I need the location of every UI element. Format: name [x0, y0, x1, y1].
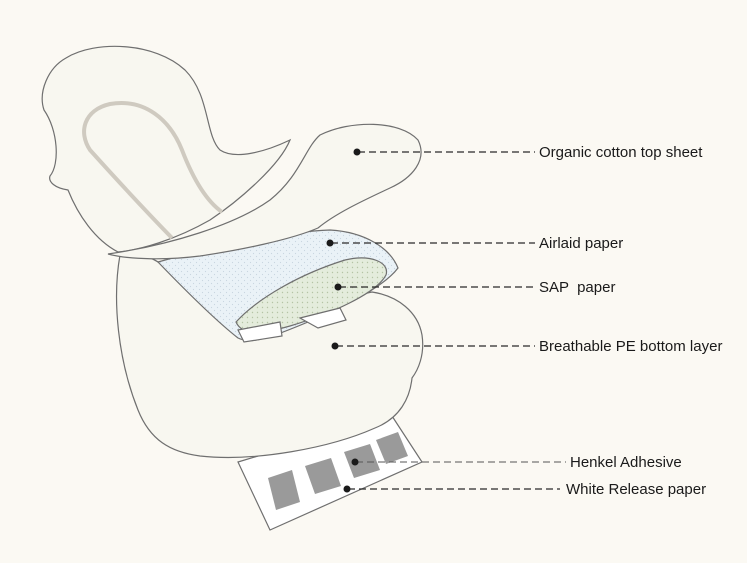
label-airlaid-paper: Airlaid paper — [539, 235, 623, 252]
anchor-organic-cotton-top-sheet — [353, 148, 361, 156]
anchor-white-release-paper — [343, 485, 351, 493]
label-sap-paper: SAP paper — [539, 279, 615, 296]
anchor-sap-paper — [334, 283, 342, 291]
label-white-release-paper: White Release paper — [566, 481, 706, 498]
anchor-henkel-adhesive — [351, 458, 359, 466]
henkel-adhesive-strips — [268, 432, 408, 510]
label-breathable-pe-bottom-layer: Breathable PE bottom layer — [539, 338, 722, 355]
organic-cotton-top-sheet-shape — [41, 45, 422, 260]
sap-paper-shape — [235, 257, 388, 343]
leader-lines — [326, 148, 566, 493]
anchor-airlaid-paper — [326, 239, 334, 247]
anchor-breathable-pe-bottom-layer — [331, 342, 339, 350]
label-organic-cotton-top-sheet: Organic cotton top sheet — [539, 144, 703, 161]
label-henkel-adhesive: Henkel Adhesive — [570, 454, 682, 471]
labels: Organic cotton top sheet Airlaid paper S… — [539, 144, 722, 498]
